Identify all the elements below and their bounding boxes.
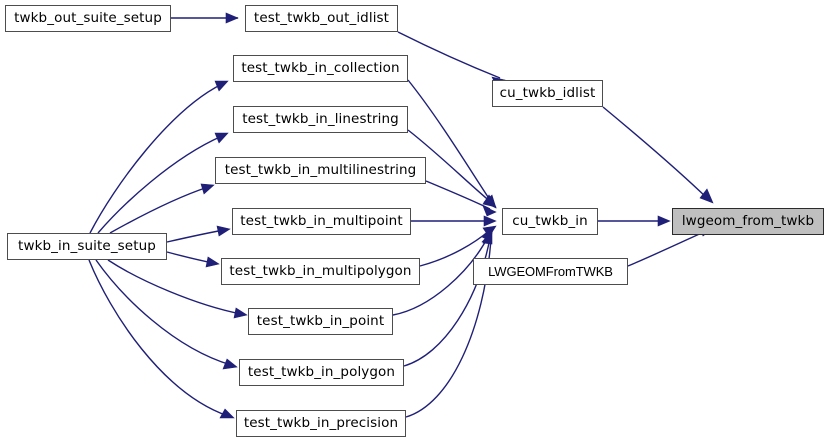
graph-node-test_twkb_in_precision[interactable]: test_twkb_in_precision bbox=[236, 410, 406, 437]
arrowhead-icon bbox=[214, 80, 229, 92]
edge-twkb_in_suite_setup-to-test_twkb_in_precision bbox=[88, 259, 235, 419]
edge-twkb_in_suite_setup-to-test_twkb_in_polygon bbox=[95, 259, 238, 370]
graph-node-test_twkb_in_linestring[interactable]: test_twkb_in_linestring bbox=[233, 106, 408, 133]
arrowhead-icon bbox=[225, 12, 239, 24]
edge-twkb_in_suite_setup-to-test_twkb_in_point bbox=[107, 259, 248, 319]
graph-node-test_twkb_in_multipoint[interactable]: test_twkb_in_multipoint bbox=[232, 208, 411, 235]
edge-twkb_in_suite_setup-to-test_twkb_in_multipoint bbox=[166, 225, 231, 243]
arrowhead-icon bbox=[222, 358, 238, 370]
graph-node-test_twkb_in_point[interactable]: test_twkb_in_point bbox=[248, 308, 393, 335]
arrowhead-icon bbox=[219, 408, 235, 419]
graph-node-cu_twkb_idlist[interactable]: cu_twkb_idlist bbox=[492, 80, 603, 107]
edge-twkb_out_suite_setup-to-test_twkb_out_idlist bbox=[171, 12, 239, 24]
arrowhead-icon bbox=[482, 194, 497, 208]
graph-node-cu_twkb_in[interactable]: cu_twkb_in bbox=[502, 208, 598, 235]
graph-node-test_twkb_in_multilinestring[interactable]: test_twkb_in_multilinestring bbox=[215, 157, 426, 184]
edge-test_twkb_in_collection-to-cu_twkb_in bbox=[407, 79, 497, 209]
graph-node-twkb_in_suite_setup[interactable]: twkb_in_suite_setup bbox=[7, 233, 167, 260]
arrowhead-icon bbox=[214, 132, 229, 144]
graph-node-lwgeom_from_twkb[interactable]: lwgeom_from_twkb bbox=[672, 208, 824, 235]
arrowhead-icon bbox=[483, 215, 497, 227]
arrowhead-icon bbox=[482, 231, 493, 245]
graph-node-test_twkb_in_polygon[interactable]: test_twkb_in_polygon bbox=[239, 359, 404, 386]
arrowhead-icon bbox=[699, 188, 714, 204]
edge-twkb_in_suite_setup-to-test_twkb_in_linestring bbox=[97, 132, 229, 234]
arrowhead-icon bbox=[200, 183, 215, 195]
edge-test_twkb_in_multipoint-to-cu_twkb_in bbox=[411, 215, 497, 227]
arrowhead-icon bbox=[482, 205, 497, 217]
edge-twkb_in_suite_setup-to-test_twkb_in_multipolygon bbox=[166, 251, 220, 268]
edge-test_twkb_out_idlist-to-cu_twkb_idlist bbox=[397, 31, 506, 88]
edge-cu_twkb_in-to-lwgeom_from_twkb bbox=[598, 215, 671, 227]
edge-twkb_in_suite_setup-to-test_twkb_in_multilinestring bbox=[109, 183, 215, 234]
arrowhead-icon bbox=[205, 256, 220, 268]
arrowhead-icon bbox=[216, 225, 231, 237]
arrowhead-icon bbox=[233, 307, 248, 319]
graph-node-test_twkb_out_idlist[interactable]: test_twkb_out_idlist bbox=[245, 5, 398, 32]
graph-node-twkb_out_suite_setup[interactable]: twkb_out_suite_setup bbox=[5, 5, 171, 32]
graph-node-test_twkb_in_collection[interactable]: test_twkb_in_collection bbox=[233, 55, 408, 82]
edge-test_twkb_in_linestring-to-cu_twkb_in bbox=[407, 129, 497, 208]
arrowhead-icon bbox=[657, 215, 671, 227]
graph-node-test_twkb_in_multipolygon[interactable]: test_twkb_in_multipolygon bbox=[221, 258, 420, 285]
graph-node-LWGEOMFromTWKB[interactable]: LWGEOMFromTWKB bbox=[473, 258, 628, 285]
edge-test_twkb_in_multilinestring-to-cu_twkb_in bbox=[425, 180, 497, 217]
edge-twkb_in_suite_setup-to-test_twkb_in_collection bbox=[89, 80, 229, 234]
edge-cu_twkb_idlist-to-lwgeom_from_twkb bbox=[602, 106, 714, 204]
